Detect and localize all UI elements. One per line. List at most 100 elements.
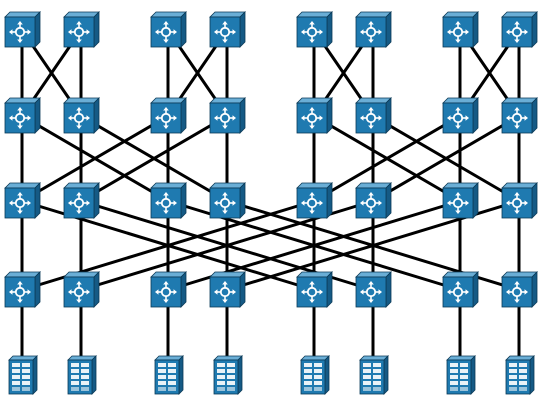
switch-side-face bbox=[531, 271, 538, 308]
switch-aggregation-6[interactable] bbox=[355, 97, 392, 134]
switch-edge-1[interactable] bbox=[4, 182, 41, 219]
switch-core-5[interactable] bbox=[296, 11, 333, 48]
switch-arrows-icon bbox=[68, 192, 90, 214]
switch-top-face bbox=[355, 97, 392, 104]
switch-top-face bbox=[4, 97, 41, 104]
switch-top-face bbox=[501, 97, 538, 104]
server-top-face bbox=[8, 355, 38, 361]
server-hosts-2[interactable] bbox=[67, 355, 97, 395]
switch-access-1[interactable] bbox=[4, 271, 41, 308]
server-hosts-7[interactable] bbox=[446, 355, 476, 395]
switch-top-face bbox=[209, 182, 246, 189]
switch-arrows-icon bbox=[155, 21, 177, 43]
switch-access-6[interactable] bbox=[355, 271, 392, 308]
switch-top-face bbox=[355, 11, 392, 18]
server-top-face bbox=[446, 355, 476, 361]
switch-aggregation-4[interactable] bbox=[209, 97, 246, 134]
switch-arrows-icon bbox=[506, 192, 528, 214]
switch-edge-6[interactable] bbox=[355, 182, 392, 219]
switch-top-face bbox=[501, 182, 538, 189]
switch-access-5[interactable] bbox=[296, 271, 333, 308]
switch-side-face bbox=[34, 182, 41, 219]
switch-edge-5[interactable] bbox=[296, 182, 333, 219]
server-hosts-4[interactable] bbox=[213, 355, 243, 395]
switch-top-face bbox=[442, 271, 479, 278]
server-hosts-8[interactable] bbox=[505, 355, 535, 395]
server-hosts-1[interactable] bbox=[8, 355, 38, 395]
switch-aggregation-3[interactable] bbox=[150, 97, 187, 134]
switch-edge-8[interactable] bbox=[501, 182, 538, 219]
switch-core-4[interactable] bbox=[209, 11, 246, 48]
switch-aggregation-5[interactable] bbox=[296, 97, 333, 134]
switch-side-face bbox=[326, 271, 333, 308]
switch-arrows-icon bbox=[506, 281, 528, 303]
switch-access-7[interactable] bbox=[442, 271, 479, 308]
switch-aggregation-2[interactable] bbox=[63, 97, 100, 134]
switch-top-face bbox=[150, 11, 187, 18]
server-top-face bbox=[505, 355, 535, 361]
switch-edge-7[interactable] bbox=[442, 182, 479, 219]
switch-side-face bbox=[472, 271, 479, 308]
switch-arrows-icon bbox=[9, 21, 31, 43]
server-hosts-3[interactable] bbox=[154, 355, 184, 395]
switch-aggregation-7[interactable] bbox=[442, 97, 479, 134]
switch-arrows-icon bbox=[506, 107, 528, 129]
server-bays-icon bbox=[363, 363, 381, 391]
server-top-face bbox=[300, 355, 330, 361]
switch-side-face bbox=[385, 182, 392, 219]
switch-edge-2[interactable] bbox=[63, 182, 100, 219]
switch-side-face bbox=[239, 97, 246, 134]
switch-top-face bbox=[442, 97, 479, 104]
switch-top-face bbox=[4, 182, 41, 189]
server-bays-icon bbox=[158, 363, 176, 391]
switch-core-6[interactable] bbox=[355, 11, 392, 48]
switch-access-4[interactable] bbox=[209, 271, 246, 308]
server-hosts-6[interactable] bbox=[359, 355, 389, 395]
switch-side-face bbox=[93, 182, 100, 219]
switch-arrows-icon bbox=[360, 107, 382, 129]
server-side-face bbox=[383, 355, 389, 395]
switch-aggregation-1[interactable] bbox=[4, 97, 41, 134]
switch-arrows-icon bbox=[301, 192, 323, 214]
switch-aggregation-8[interactable] bbox=[501, 97, 538, 134]
switch-core-8[interactable] bbox=[501, 11, 538, 48]
switch-access-8[interactable] bbox=[501, 271, 538, 308]
switch-side-face bbox=[93, 97, 100, 134]
switch-access-2[interactable] bbox=[63, 271, 100, 308]
switch-top-face bbox=[501, 271, 538, 278]
switch-arrows-icon bbox=[155, 281, 177, 303]
server-hosts-5[interactable] bbox=[300, 355, 330, 395]
server-bays-icon bbox=[304, 363, 322, 391]
switch-arrows-icon bbox=[447, 281, 469, 303]
server-top-face bbox=[359, 355, 389, 361]
switch-edge-3[interactable] bbox=[150, 182, 187, 219]
server-top-face bbox=[154, 355, 184, 361]
server-side-face bbox=[237, 355, 243, 395]
switch-core-1[interactable] bbox=[4, 11, 41, 48]
switch-top-face bbox=[63, 182, 100, 189]
switch-side-face bbox=[472, 97, 479, 134]
switch-core-3[interactable] bbox=[150, 11, 187, 48]
switch-top-face bbox=[150, 182, 187, 189]
server-bays-icon bbox=[12, 363, 30, 391]
switch-arrows-icon bbox=[214, 192, 236, 214]
server-bays-icon bbox=[217, 363, 235, 391]
switch-core-2[interactable] bbox=[63, 11, 100, 48]
switch-side-face bbox=[93, 11, 100, 48]
switch-side-face bbox=[385, 97, 392, 134]
switch-edge-4[interactable] bbox=[209, 182, 246, 219]
switch-arrows-icon bbox=[214, 107, 236, 129]
switch-arrows-icon bbox=[360, 21, 382, 43]
server-bays-icon bbox=[509, 363, 527, 391]
server-side-face bbox=[91, 355, 97, 395]
switch-side-face bbox=[180, 97, 187, 134]
switch-arrows-icon bbox=[447, 192, 469, 214]
switch-core-7[interactable] bbox=[442, 11, 479, 48]
switch-side-face bbox=[326, 97, 333, 134]
switch-arrows-icon bbox=[68, 281, 90, 303]
link-t1n6-t2n4 bbox=[312, 114, 462, 203]
switch-side-face bbox=[326, 11, 333, 48]
switch-arrows-icon bbox=[360, 192, 382, 214]
switch-access-3[interactable] bbox=[150, 271, 187, 308]
